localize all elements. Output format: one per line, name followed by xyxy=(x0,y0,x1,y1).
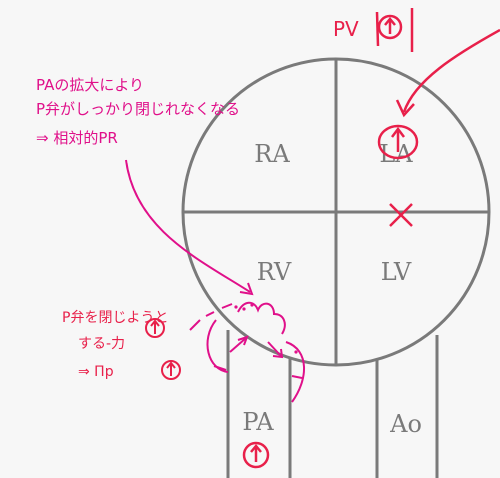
note-arrow xyxy=(125,159,251,293)
note-pa-line3: ⇒ 相対的PR xyxy=(36,129,118,147)
force-up-marker xyxy=(145,318,165,338)
circle-up-icon xyxy=(145,318,165,338)
note-valve-line3: ⇒ Πp xyxy=(78,364,114,380)
arrowhead-icon xyxy=(239,282,254,296)
pa-up-marker xyxy=(242,441,270,469)
pressure-up-marker xyxy=(161,360,181,380)
valve-dilation-sketch xyxy=(189,301,305,403)
heart xyxy=(181,57,491,367)
note-pa-line1: PAの拡大により xyxy=(36,76,144,94)
label-ao: Ao xyxy=(389,410,422,438)
pv-up-marker xyxy=(375,8,414,52)
label-ra: RA xyxy=(254,140,290,168)
note-valve-line1: P弁を閉じようと xyxy=(62,310,168,326)
vessels xyxy=(226,330,439,478)
note-pa-line2: P弁がしっかり閉じれなくなる xyxy=(36,100,240,118)
label-pa: PA xyxy=(242,408,274,436)
x-mark-icon xyxy=(389,203,413,227)
circle-up-icon xyxy=(161,360,181,380)
la-up-marker xyxy=(377,124,419,160)
circle-up-icon xyxy=(377,14,403,40)
pv-label: PV xyxy=(333,17,359,41)
note-valve-line2: する-力 xyxy=(78,336,125,352)
circle-up-icon xyxy=(377,124,419,160)
valve-dots xyxy=(234,303,298,354)
circle-up-icon xyxy=(242,441,270,469)
arrowhead-icon xyxy=(395,99,415,118)
pointer-arrow-to-la xyxy=(402,28,500,113)
label-lv: LV xyxy=(381,258,412,286)
label-rv: RV xyxy=(257,258,292,286)
